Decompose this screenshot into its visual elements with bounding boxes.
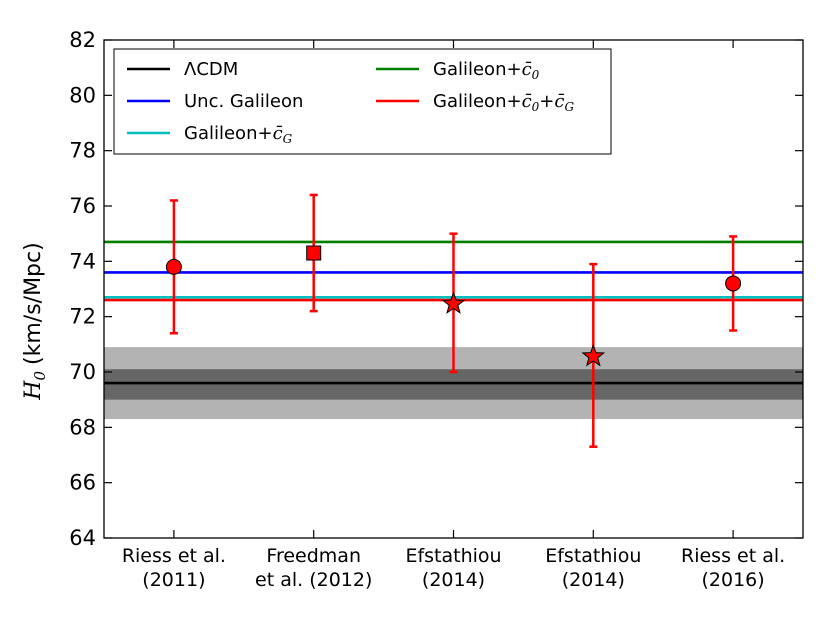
x-category-label-line2: (2014) <box>562 569 625 591</box>
legend-label-4: Galileon+c̄0+c̄G <box>433 91 574 114</box>
y-tick-label-2: 68 <box>69 415 96 439</box>
y-tick-label-1: 66 <box>69 471 96 495</box>
confidence-band-1 <box>104 369 803 400</box>
x-category-label-line2: (2016) <box>702 569 765 591</box>
marker-1 <box>306 245 322 261</box>
legend-label-2: Galileon+c̄G <box>184 123 293 146</box>
y-axis-ticks: 64 66 68 70 72 74 76 78 80 82 <box>69 28 803 550</box>
legend-label-sub2: G <box>564 100 574 114</box>
legend-box <box>113 48 612 155</box>
y-tick-label-9: 82 <box>69 28 96 52</box>
legend-label-sub: 0 <box>532 100 540 114</box>
y-tick-label-5: 74 <box>69 249 96 273</box>
legend-label-1: Unc. Galileon <box>184 91 303 112</box>
y-axis-label-subscript: 0 <box>31 371 49 381</box>
legend-label-prefix: ΛCDM <box>184 59 238 80</box>
y-axis-label-symbol: H <box>21 380 46 401</box>
measurement-points <box>165 193 742 448</box>
x-category-label-3: Efstathiou(2014) <box>545 545 641 591</box>
x-category-label-2: Efstathiou(2014) <box>405 545 501 591</box>
y-axis-label-units: (km/s/Mpc) <box>21 242 46 365</box>
x-category-label-line2: (2014) <box>422 569 485 591</box>
legend-label-plus: + <box>539 91 554 112</box>
x-category-label-0: Riess et al.(2011) <box>122 545 226 591</box>
y-tick-label-6: 76 <box>69 194 96 218</box>
x-category-label-line1: Freedman <box>266 545 361 567</box>
legend-label-prefix: Galileon+ <box>433 91 522 112</box>
x-category-label-line1: Efstathiou <box>545 545 641 567</box>
legend-label-sub: 0 <box>532 68 540 82</box>
legend-label-prefix: Galileon+ <box>433 59 522 80</box>
marker-3 <box>581 343 606 367</box>
x-category-label-line1: Riess et al. <box>122 545 226 567</box>
legend-label-prefix: Unc. Galileon <box>184 91 303 112</box>
legend-label-math2: c̄ <box>554 91 564 112</box>
y-tick-label-7: 78 <box>69 139 96 163</box>
marker-2 <box>441 291 466 314</box>
y-tick-label-0: 64 <box>69 526 96 550</box>
legend-label-0: ΛCDM <box>184 59 238 80</box>
y-tick-label-4: 72 <box>69 305 96 329</box>
legend-label-sub: G <box>283 132 293 146</box>
x-category-label-line1: Riess et al. <box>681 545 785 567</box>
x-category-label-line1: Efstathiou <box>405 545 501 567</box>
y-axis-label: H0 (km/s/Mpc) <box>21 242 49 400</box>
marker-0 <box>165 258 182 275</box>
legend-label-3: Galileon+c̄0 <box>433 59 540 82</box>
marker-4 <box>725 275 742 292</box>
legend-label-math: c̄ <box>273 123 283 144</box>
x-category-label-4: Riess et al.(2016) <box>681 545 785 591</box>
x-category-label-line2: (2011) <box>142 569 205 591</box>
y-tick-label-8: 80 <box>69 83 96 107</box>
y-tick-label-3: 70 <box>69 360 96 384</box>
legend-label-math: c̄ <box>522 59 532 80</box>
x-category-label-line2: et al. (2012) <box>255 569 372 591</box>
legend-label-prefix: Galileon+ <box>184 123 273 144</box>
legend-label-math: c̄ <box>522 91 532 112</box>
